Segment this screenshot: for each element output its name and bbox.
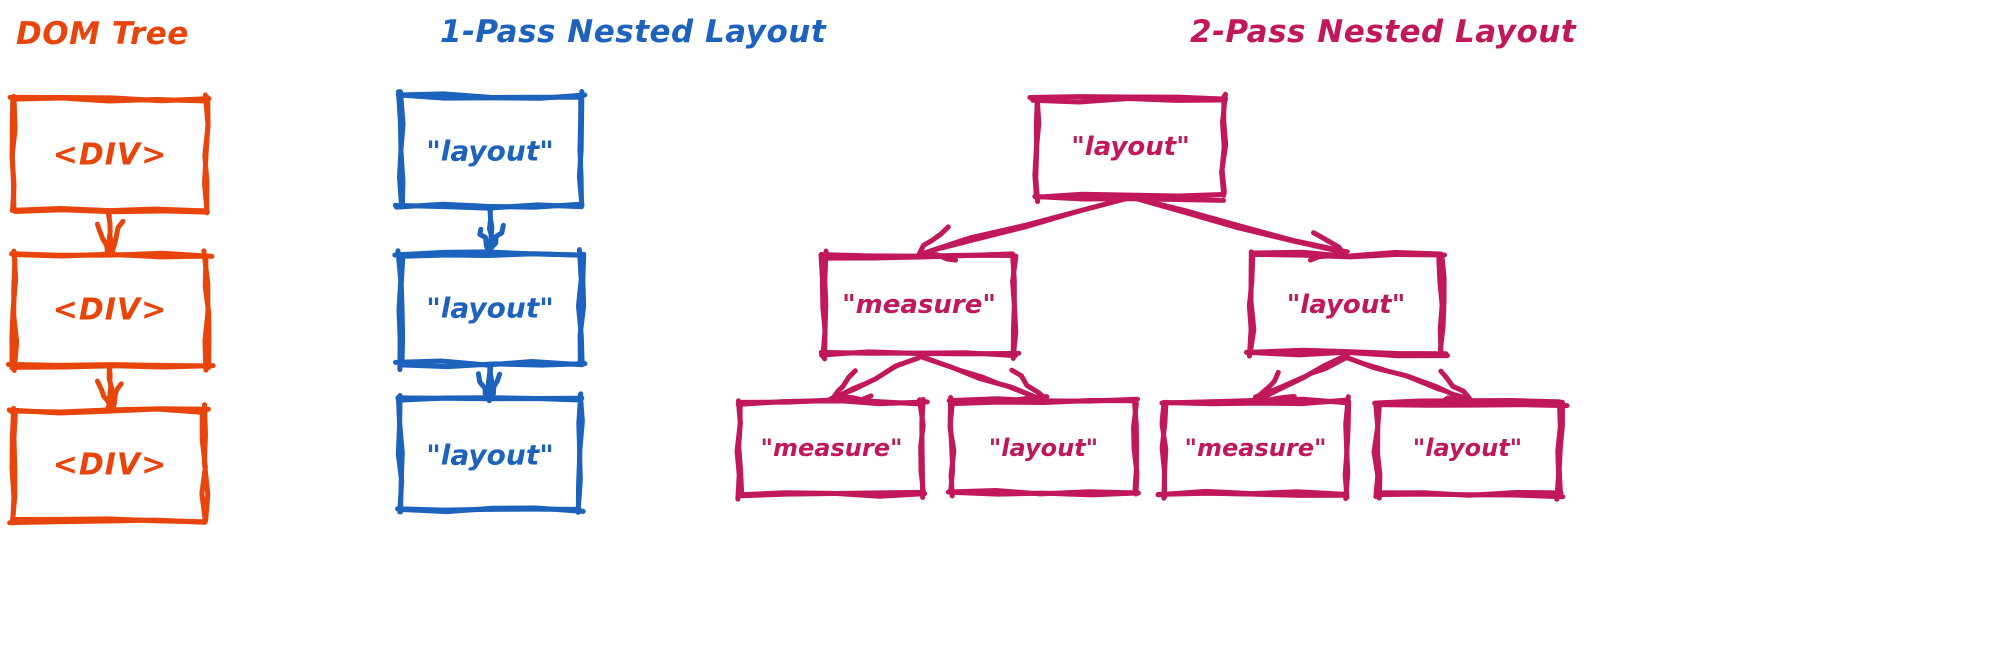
node-box-two-l2d-edge-top [1377, 402, 1570, 409]
edge-one-1-to-one-2-shaft2 [486, 207, 494, 253]
node-box-two-l1a-edge-left [818, 252, 828, 362]
edge-two-l1a-to-two-l2a-head-barb [829, 368, 858, 402]
edge-two-root-to-two-l1a-head-barb [916, 224, 951, 257]
edge-two-root-to-two-l1b-head-barb [1307, 250, 1348, 263]
node-box-dom-3-edge-bottom [7, 517, 208, 526]
edge-two-root-to-two-l1a-shaft2 [916, 195, 1132, 257]
edge-dom-1-to-dom-2-head-barb [94, 221, 110, 255]
node-box-dom-1-edge-top [7, 94, 212, 104]
edge-two-l1b-to-two-l2c-head-barb [1252, 369, 1281, 402]
node-box-one-3-edge-right [575, 392, 585, 515]
node-box-two-l2c-edge-left [1159, 399, 1169, 500]
edge-two-l1a-to-two-l2b-head-barb [1002, 394, 1050, 403]
edge-one-1-to-one-2-head-barb [477, 226, 492, 254]
edge-two-root-to-two-l1b-shaft2 [1127, 194, 1350, 254]
node-box-two-l2a-edge-bottom [736, 490, 928, 499]
node-box-two-root-edge-top [1030, 96, 1227, 105]
node-box-two-l2d-edge-right [1556, 399, 1565, 497]
column-title-2-pass-nested-layout: 2-Pass Nested Layout [1190, 14, 1577, 50]
node-box-two-l1b-edge-right [1437, 252, 1447, 353]
node-box-dom-3-edge-left [9, 405, 17, 525]
node-box-one-2-edge-left [398, 255, 406, 365]
edge-dom-2-to-dom-3-head-barb [94, 378, 116, 412]
edge-two-l1a-to-two-l2b-head-barb [1009, 367, 1047, 400]
node-box-two-root-edge-right [1219, 93, 1229, 198]
edge-dom-1-to-dom-2-head-barb [110, 218, 126, 254]
edge-two-l1b-to-two-l2d-shaft2 [1343, 356, 1470, 400]
node-box-dom-2-edge-bottom [13, 363, 216, 370]
node-box-two-l1a-edge-right [1010, 251, 1017, 361]
edge-two-l1b-to-two-l2c-shaft2 [1253, 355, 1350, 399]
node-box-dom-2-edge-left [11, 256, 20, 373]
node-box-two-l2d-edge-bottom [1377, 491, 1566, 500]
node-box-one-3-edge-bottom [395, 506, 582, 513]
node-box-two-l2c-edge-bottom [1155, 488, 1347, 498]
node-box-two-l2b-edge-bottom [945, 487, 1141, 497]
edge-two-root-to-two-l1a-head-barb [920, 250, 959, 263]
node-box-two-l2b-edge-right [1131, 397, 1140, 494]
node-box-dom-3-edge-top [6, 406, 208, 416]
node-box-two-l2c-edge-right [1343, 394, 1351, 501]
edge-one-2-to-one-3-head-barb [486, 371, 503, 404]
edge-two-l1a-to-two-l2a-head-barb [827, 393, 874, 404]
edge-two-l1b-to-two-l2d-head-barb [1429, 394, 1469, 406]
node-box-two-l1b-edge-top [1251, 249, 1444, 259]
node-box-one-2-edge-top [397, 251, 586, 259]
node-box-one-1-edge-bottom [392, 202, 585, 211]
edge-dom-2-to-dom-3-head-barb [111, 381, 124, 409]
node-box-one-3-edge-left [397, 393, 405, 515]
edge-two-l1b-to-two-l2d-head-barb [1438, 368, 1474, 403]
node-box-two-l2a-edge-left [734, 399, 743, 502]
node-box-two-l2b-edge-left [947, 394, 956, 496]
node-box-two-root-edge-left [1033, 95, 1041, 204]
node-box-dom-2-edge-top [10, 251, 211, 260]
node-box-two-l2a-edge-right [917, 397, 926, 495]
edge-one-2-to-one-3-shaft2 [485, 362, 492, 402]
node-box-two-l2d-edge-left [1375, 401, 1383, 501]
node-box-two-l1b-edge-left [1247, 249, 1257, 355]
node-box-dom-1-edge-right [201, 92, 211, 212]
edge-two-l1a-to-two-l2a-shaft2 [827, 355, 921, 402]
node-box-one-1-edge-right [577, 94, 585, 206]
node-box-one-1-edge-top [395, 92, 588, 101]
column-title-1-pass-nested-layout: 1-Pass Nested Layout [440, 14, 827, 50]
node-box-dom-3-edge-right [199, 409, 208, 524]
column-title-dom-tree: DOM Tree [16, 16, 189, 52]
edge-one-2-to-one-3-head-barb [475, 371, 491, 402]
node-box-one-2-edge-bottom [397, 361, 588, 370]
edge-one-1-to-one-2-head-barb [488, 222, 506, 251]
edge-two-l1a-to-two-l2b-shaft2 [914, 351, 1047, 403]
edge-two-root-to-two-l1b-head-barb [1311, 230, 1346, 257]
node-box-dom-1-edge-left [9, 95, 17, 212]
node-box-two-l1b-edge-bottom [1249, 347, 1449, 357]
edge-two-l1b-to-two-l2c-head-barb [1252, 394, 1297, 404]
node-box-one-1-edge-left [397, 89, 406, 210]
node-box-dom-2-edge-right [202, 257, 212, 371]
node-box-one-2-edge-right [577, 251, 587, 366]
node-box-one-3-edge-top [397, 395, 585, 403]
